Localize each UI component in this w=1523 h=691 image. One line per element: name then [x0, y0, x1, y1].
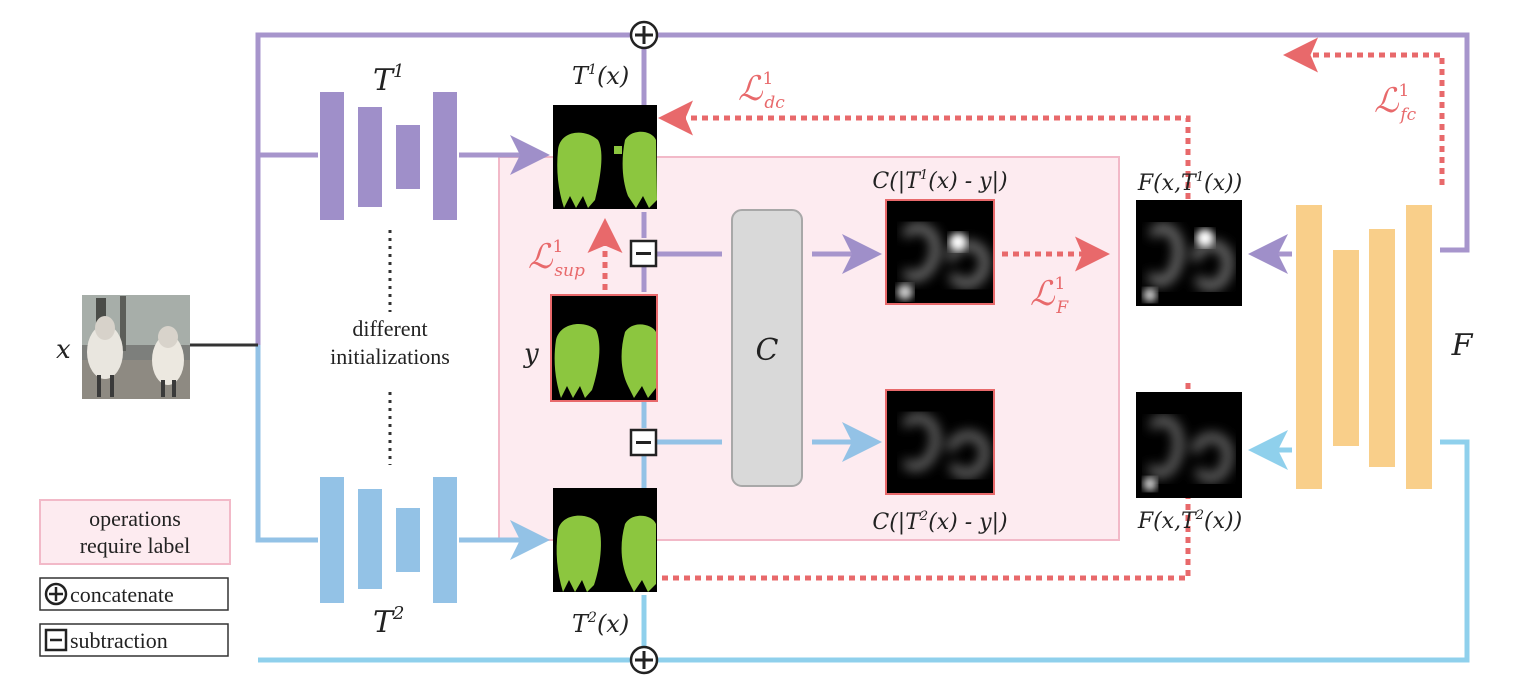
blue-route	[255, 345, 882, 560]
ground-truth-label: y	[523, 339, 539, 369]
forecaster-label: F	[1451, 328, 1474, 363]
note-line-1: different	[352, 316, 427, 341]
legend-label-ops-line2: require label	[80, 533, 191, 558]
legend-sub-icon	[44, 628, 68, 652]
teacher1-network	[320, 92, 457, 220]
teacher2-output-label: T2(x)	[572, 610, 629, 638]
purple-route	[255, 32, 1470, 345]
teacher1-label: T1	[373, 61, 404, 98]
confidence-map-2-label: C(|T2(x) - y|)	[872, 509, 1007, 535]
concat-op-bottom	[629, 645, 659, 675]
confidence-map-2	[885, 389, 995, 495]
legend-label-ops-box	[39, 499, 231, 565]
forecast-map-2	[1136, 392, 1242, 498]
teacher1-output-mask	[553, 105, 657, 209]
legend: operations require label concatenate sub…	[39, 499, 231, 657]
note-line-2: initializations	[330, 344, 450, 369]
teacher2-label: T2	[373, 603, 404, 640]
teacher2-network	[320, 477, 457, 603]
input-image	[82, 295, 190, 399]
concat-op-top	[629, 20, 659, 50]
forecast-map-2-label: F(x,T2(x))	[1137, 508, 1242, 534]
teacher1-output-label: T1(x)	[572, 62, 629, 90]
c-block	[731, 209, 803, 487]
legend-sub-box	[39, 623, 229, 657]
input-label: x	[56, 335, 71, 365]
confidence-map-1	[885, 199, 995, 305]
subtraction-op-1	[629, 239, 658, 268]
bottom-left-mask	[40, 655, 258, 667]
teacher2-output-mask	[553, 488, 657, 592]
forecast-map-1-label: F(x,T1(x))	[1137, 170, 1242, 196]
c-block-label: C	[756, 333, 779, 368]
legend-concat-label: concatenate	[70, 582, 174, 607]
subtraction-op-2	[629, 428, 658, 457]
legend-label-ops-line1: operations	[89, 506, 181, 531]
legend-sub-label: subtraction	[70, 628, 168, 653]
confidence-map-1-label: C(|T1(x) - y|)	[872, 168, 1007, 194]
legend-concat-box	[39, 577, 229, 611]
forecaster-network	[1296, 205, 1432, 489]
legend-concat-icon	[44, 582, 68, 606]
ground-truth-mask	[550, 294, 658, 402]
forecast-map-1	[1136, 200, 1242, 306]
